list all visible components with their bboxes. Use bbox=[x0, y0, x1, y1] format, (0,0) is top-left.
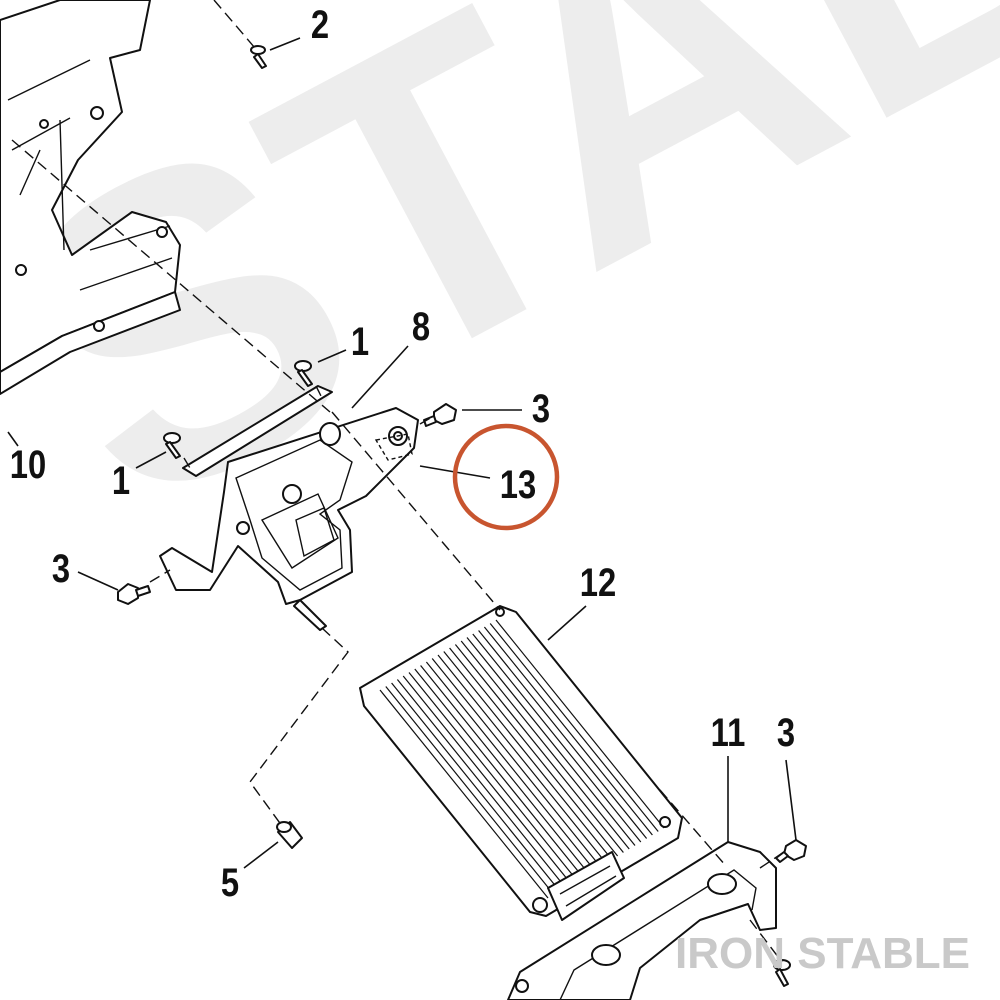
heatsink-fin bbox=[466, 637, 636, 846]
callout-13: 13 bbox=[500, 462, 536, 507]
heatsink-fin bbox=[414, 668, 584, 878]
callout-3-right: 3 bbox=[777, 710, 795, 755]
heatsink-fin bbox=[489, 623, 659, 832]
electronic-module bbox=[359, 605, 683, 921]
heatsink-fin bbox=[478, 630, 648, 839]
callout-8: 8 bbox=[412, 304, 430, 349]
callout-2: 2 bbox=[311, 2, 329, 47]
assembly-lines bbox=[11, 0, 785, 963]
callout-5: 5 bbox=[221, 860, 239, 905]
heatsink-fin bbox=[408, 672, 578, 881]
heatsink-fin bbox=[460, 640, 630, 850]
heatsink-fin bbox=[425, 661, 595, 871]
bolt-3-upper bbox=[423, 403, 457, 427]
callout-11: 12 bbox=[580, 560, 616, 605]
mounting-bracket bbox=[159, 385, 419, 631]
lower-bracket bbox=[507, 841, 777, 1000]
rivet-1-left bbox=[163, 432, 181, 459]
bolt-3-right bbox=[775, 839, 807, 863]
rivet-1-upper bbox=[294, 360, 313, 387]
heatsink-fin bbox=[449, 647, 619, 857]
heatsink-fin bbox=[420, 665, 590, 874]
rivet-2 bbox=[250, 45, 267, 69]
callouts: 2 1 8 3 13 10 1 3 12 11 3 5 bbox=[10, 2, 795, 905]
callout-3-upper: 3 bbox=[532, 386, 550, 431]
highlight-circle bbox=[452, 423, 560, 531]
heatsink-fin bbox=[472, 633, 642, 843]
bolt-3-left bbox=[117, 583, 151, 605]
heatsink-fin bbox=[391, 682, 561, 892]
callout-10: 10 bbox=[10, 442, 46, 487]
heatsink-fins bbox=[379, 619, 665, 899]
heatsink-fin bbox=[385, 686, 555, 895]
callout-1-upper: 1 bbox=[351, 319, 369, 364]
callout-3-left: 3 bbox=[52, 546, 70, 591]
plug-5 bbox=[276, 821, 303, 849]
heatsink-fin bbox=[402, 675, 572, 885]
heatsink-fin bbox=[379, 689, 549, 899]
callout-12: 11 bbox=[711, 710, 746, 755]
fasteners bbox=[117, 45, 807, 987]
heatsink-fin bbox=[454, 644, 624, 853]
heatsink-fin bbox=[483, 626, 653, 836]
rivet-bottom bbox=[773, 959, 791, 987]
brand-watermark: IRON STABLE bbox=[675, 929, 970, 978]
heatsink-fin bbox=[443, 651, 613, 860]
heatsink-fin bbox=[495, 619, 665, 829]
heatsink-fin bbox=[431, 658, 601, 867]
heatsink-fin bbox=[396, 679, 566, 888]
heatsink-fin bbox=[437, 654, 607, 864]
chassis-frame bbox=[0, 0, 181, 447]
callout-1-left: 1 bbox=[112, 458, 130, 503]
